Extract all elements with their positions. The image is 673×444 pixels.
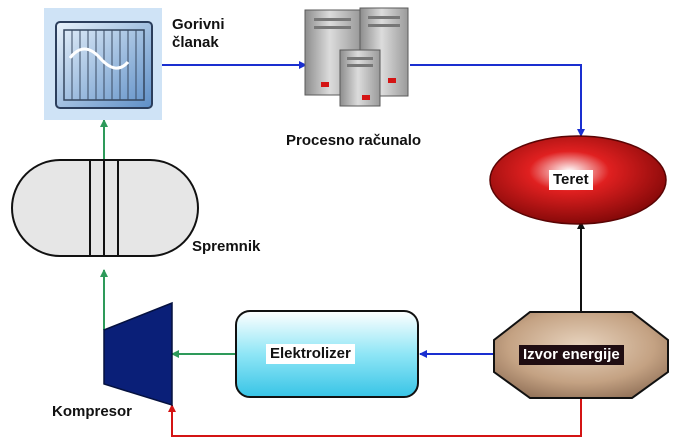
compressor-node <box>103 301 173 407</box>
tank-node <box>11 159 199 257</box>
electrolyzer-label: Elektrolizer <box>266 344 355 364</box>
fuel-cell-label: Gorivni članak <box>172 16 225 52</box>
fuel-cell-label-line1: Gorivni <box>172 16 225 33</box>
load-label: Teret <box>549 170 593 190</box>
source-to-compressor-arrow <box>168 398 582 437</box>
computer-to-load-arrow <box>410 64 585 137</box>
compressor-label: Kompresor <box>52 403 133 420</box>
fuel-cell-icon <box>44 8 162 120</box>
fuel-cell-label-line2: članak <box>172 34 219 51</box>
tank-label: Spremnik <box>192 238 261 255</box>
computer-label: Procesno računalo <box>286 132 422 149</box>
server-towers-icon <box>304 7 409 107</box>
energy-source-label: Izvor energije <box>519 345 624 365</box>
